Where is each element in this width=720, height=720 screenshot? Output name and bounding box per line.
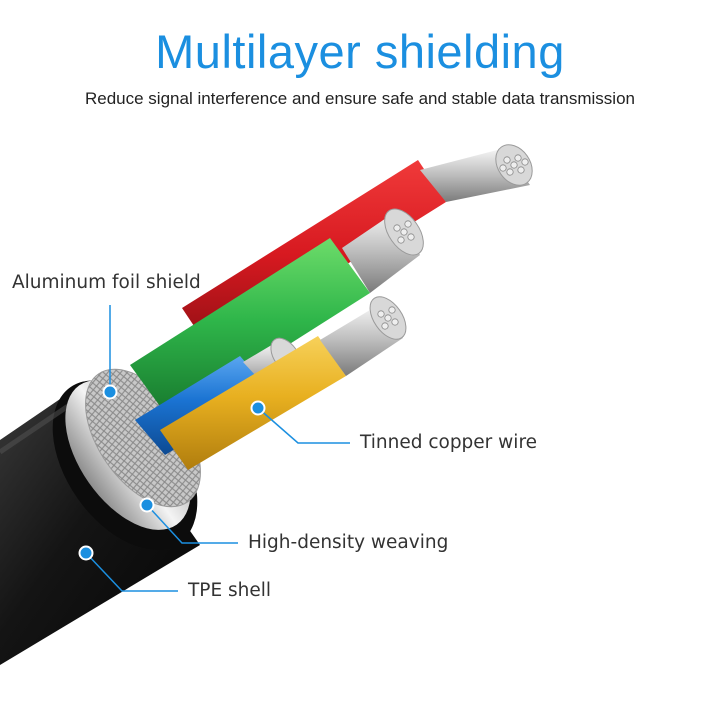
page-title: Multilayer shielding bbox=[155, 25, 565, 78]
callout-label-aluminum: Aluminum foil shield bbox=[12, 272, 201, 293]
callout-dot-aluminum bbox=[102, 384, 118, 400]
callout-line-weaving bbox=[146, 504, 238, 544]
callout-label-weaving: High-density weaving bbox=[248, 532, 449, 553]
callout-lines bbox=[85, 305, 350, 592]
callout-label-shell: TPE shell bbox=[188, 580, 272, 601]
callout-line-copper bbox=[257, 407, 350, 444]
page-subtitle: Reduce signal interference and ensure sa… bbox=[84, 89, 635, 108]
callout-dots bbox=[78, 384, 266, 561]
callout-dot-copper bbox=[250, 400, 266, 416]
callout-dot-weaving bbox=[139, 497, 155, 513]
callout-dot-shell bbox=[78, 545, 94, 561]
callout-line-shell bbox=[85, 552, 178, 592]
green-insulated-core bbox=[130, 208, 424, 420]
callout-label-copper: Tinned copper wire bbox=[360, 432, 538, 453]
